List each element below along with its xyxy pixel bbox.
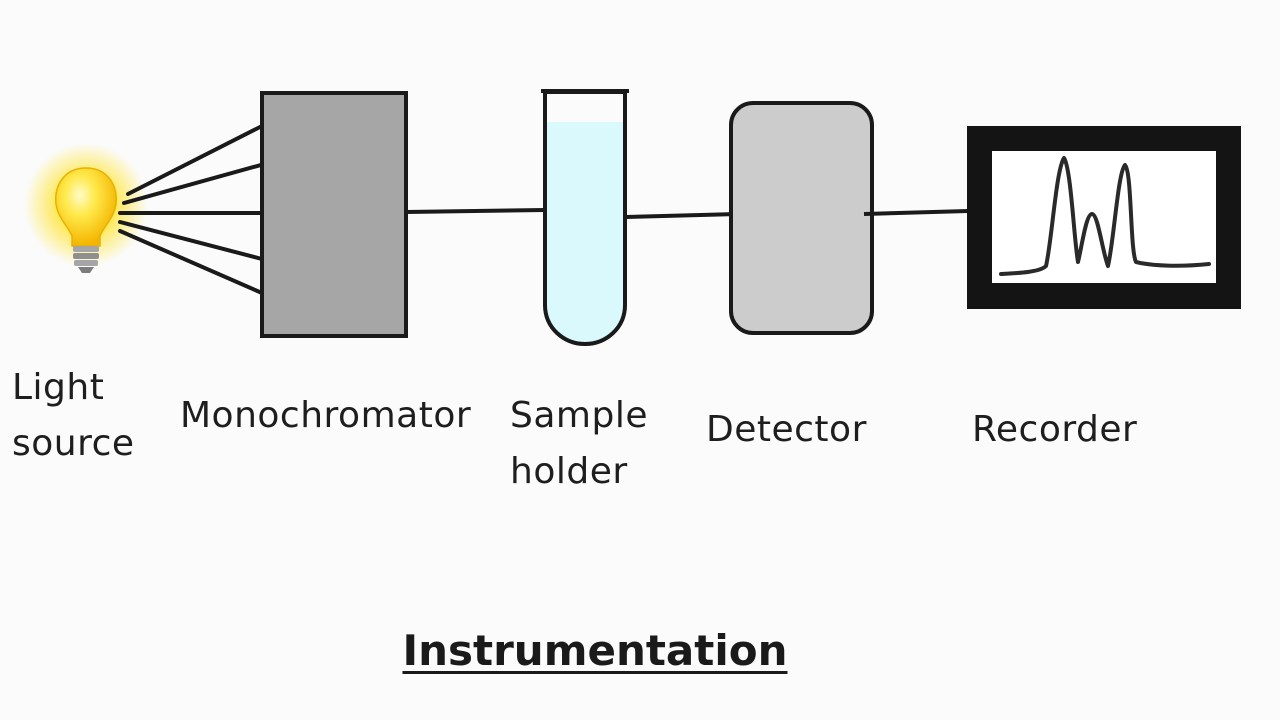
bulb-base-ring (73, 253, 99, 259)
light-rays (118, 124, 277, 295)
light-ray (118, 220, 264, 261)
label-line: holder (510, 451, 628, 492)
beam-line (624, 212, 739, 219)
light-bulb-icon (24, 143, 148, 273)
light-ray (118, 229, 264, 295)
signal-line (863, 209, 969, 216)
label-line: Sample (510, 395, 648, 436)
light-ray (122, 161, 270, 205)
light-ray (126, 124, 264, 196)
bulb-base-ring (74, 260, 98, 266)
label-line: Light (12, 367, 105, 408)
test-tube-icon (541, 89, 629, 346)
label-line: Recorder (972, 409, 1138, 450)
label-recorder: Recorder (972, 402, 1137, 458)
bulb-tip (78, 267, 94, 273)
diagram-title: Instrumentation (402, 626, 788, 675)
bulb-base-ring (73, 246, 99, 252)
monochromator-box (260, 91, 408, 338)
label-detector: Detector (706, 402, 867, 458)
label-monochromator: Monochromator (180, 388, 471, 444)
label-line: source (12, 423, 135, 464)
label-light-source: Light source (12, 360, 135, 472)
recorder-screen (992, 151, 1216, 283)
spectrum-trace-icon (999, 156, 1211, 276)
label-line: Monochromator (180, 395, 472, 436)
recorder-monitor (967, 126, 1241, 309)
label-line: Detector (706, 409, 867, 450)
label-sample-holder: Sample holder (510, 388, 648, 500)
beam-line (405, 208, 546, 214)
detector-box (729, 101, 874, 335)
